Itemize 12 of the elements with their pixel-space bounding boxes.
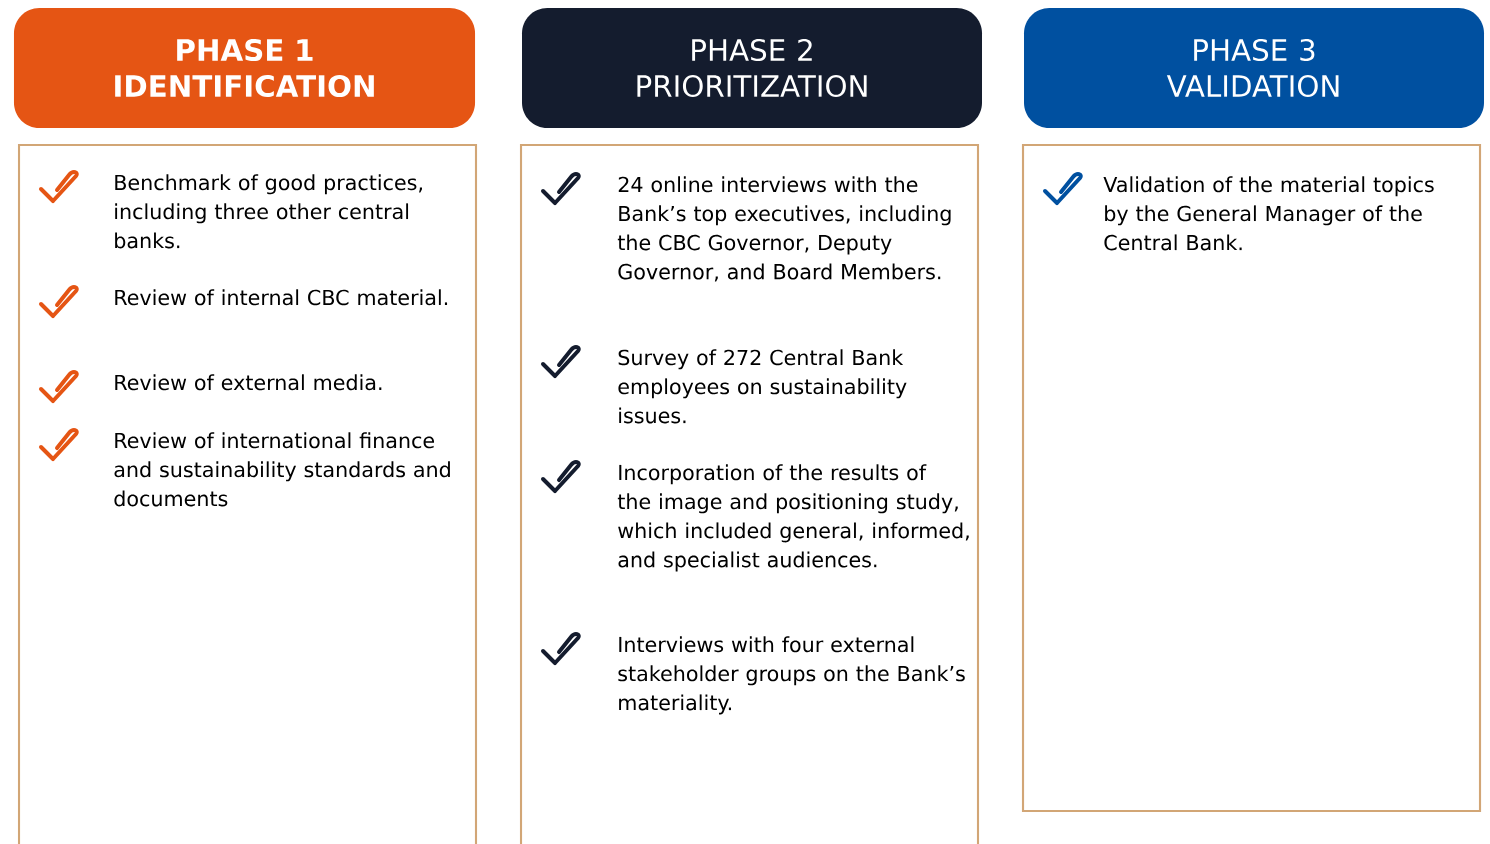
bullet-text: Review of international finance and sustainability standards and documents <box>114 432 450 507</box>
bullet-text: Survey of 272 Central Bank employees on sustainability issues. <box>618 349 907 424</box>
bullet-text: Review of internal CBC material. <box>115 289 448 306</box>
phase-header: PHASE 2 PRIORITIZATION <box>522 8 982 128</box>
phase-header: PHASE 1 IDENTIFICATION <box>13 8 476 128</box>
phase-header: PHASE 3 VALIDATION <box>1024 8 1484 128</box>
bullet-text: Benchmark of good practices, including three other central banks. <box>115 174 422 249</box>
bullet-text: Incorporation of the results of the image and positioning study, which included general, informed, and specialist audiences. <box>617 464 969 572</box>
bullet-text: Review of external media. <box>115 374 382 391</box>
bullet-text: Interviews with four external stakeholder groups on the Bank’s materiality. <box>618 636 965 715</box>
bullet-text: 24 online interviews with the Bank’s top executives, including the CBC Governor, Deputy Governor, and Board Members. <box>617 176 951 282</box>
bullet-text: Validation of the material topics by the General Manager of the Central Bank. <box>1103 176 1434 251</box>
